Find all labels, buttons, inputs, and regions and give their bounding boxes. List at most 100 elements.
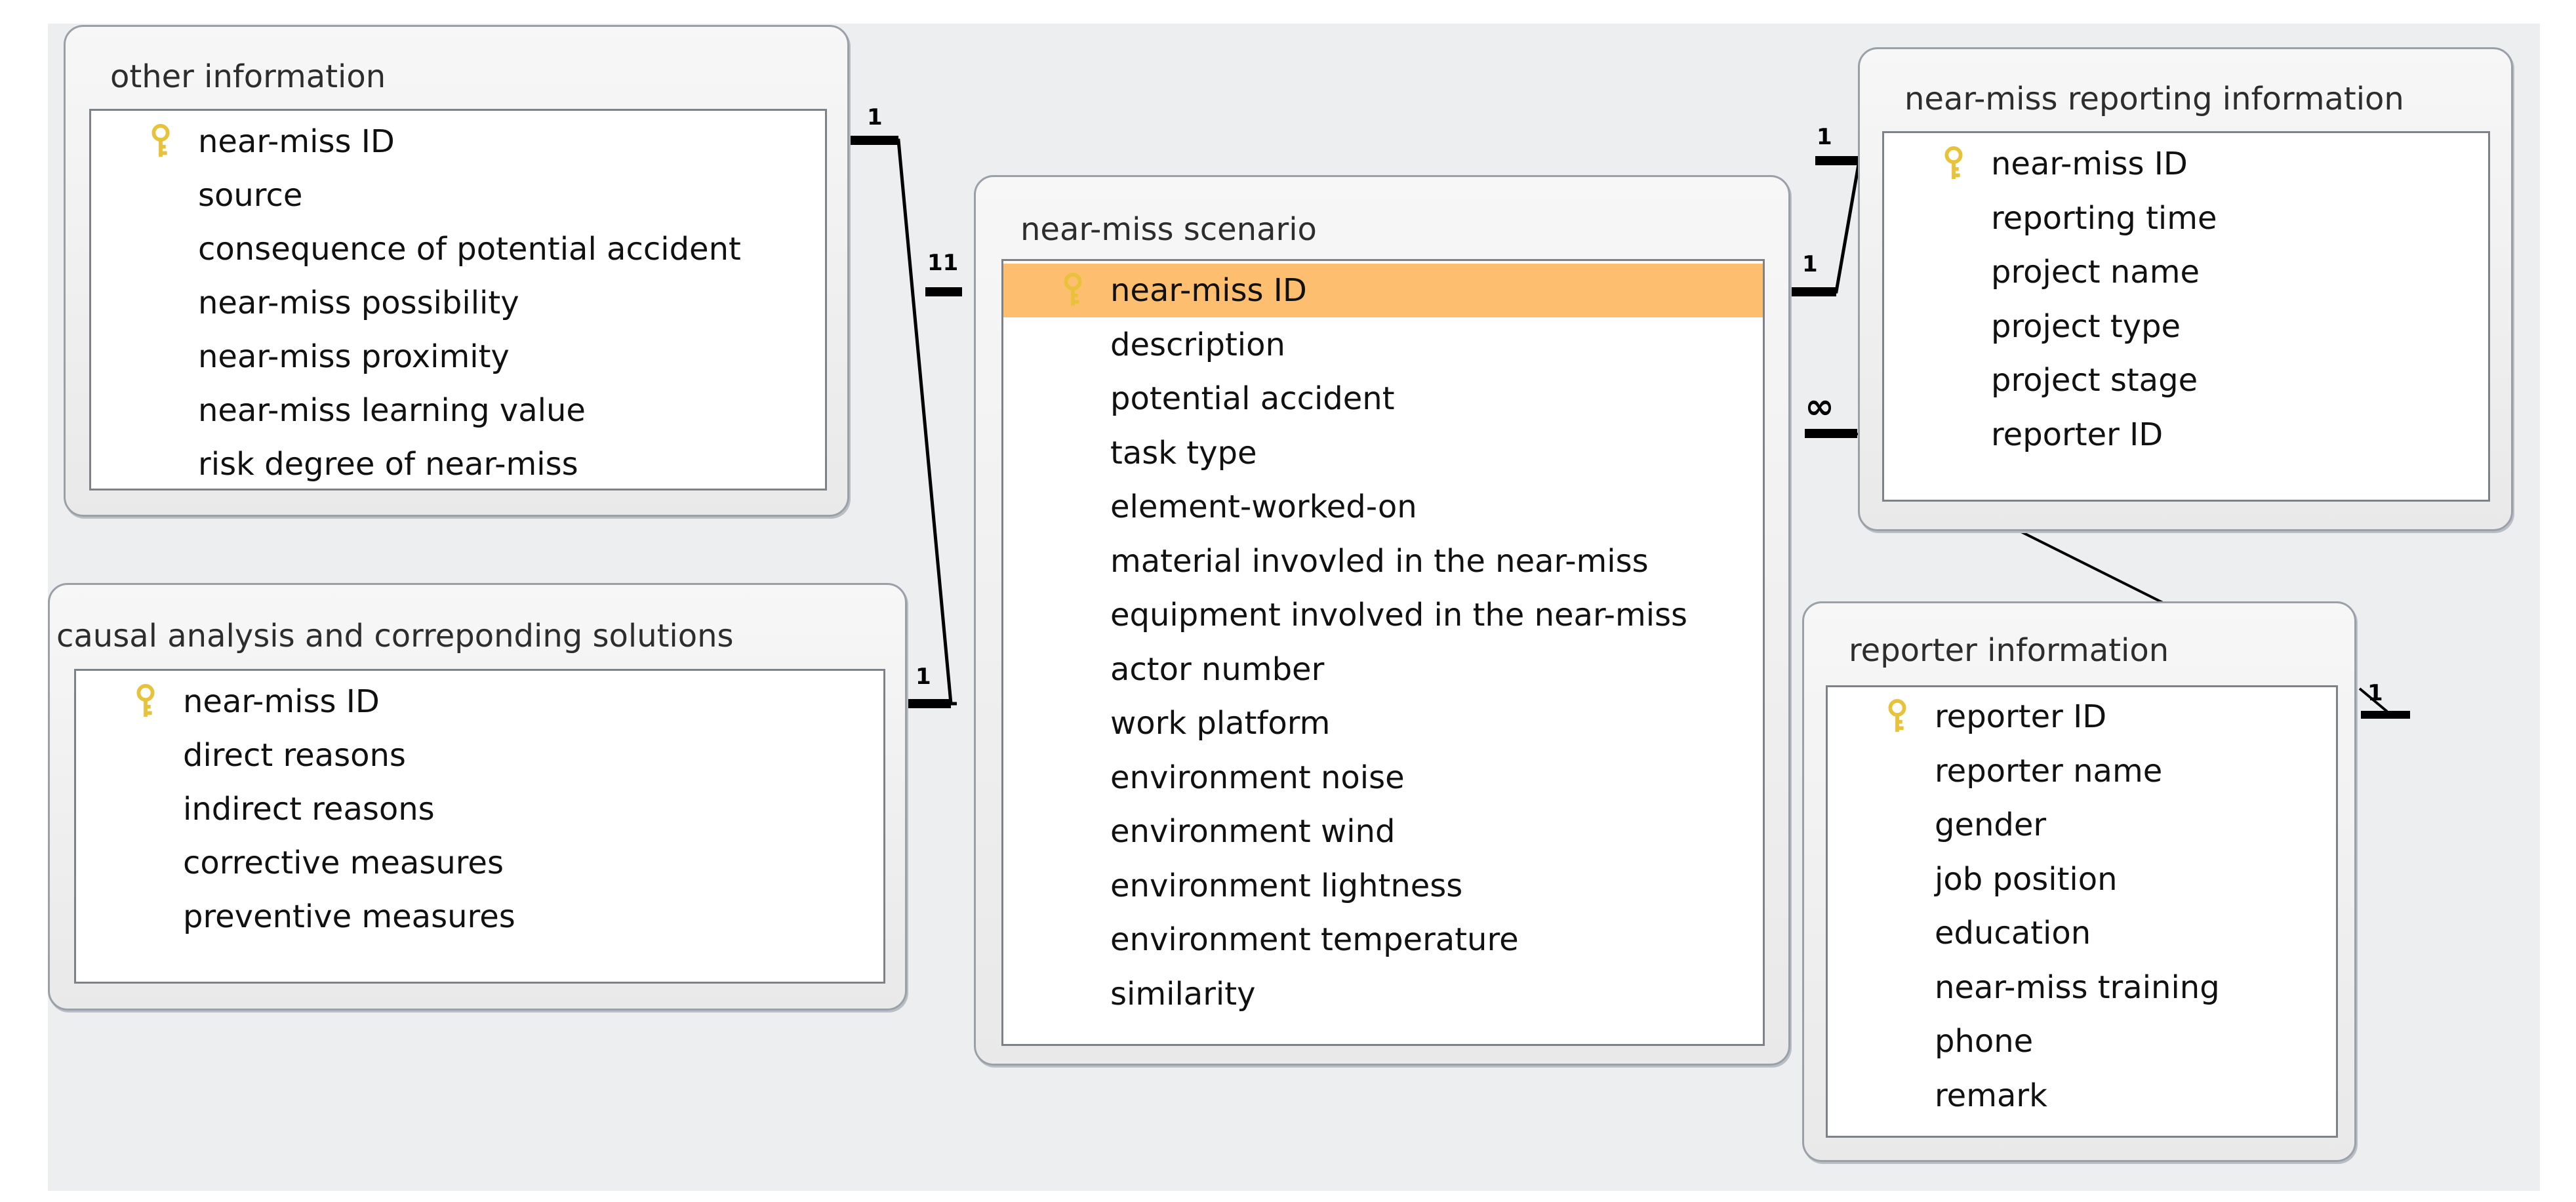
field-name: environment wind <box>1110 813 1396 850</box>
field-row-primary-key[interactable]: near-miss ID <box>91 115 825 169</box>
field-row[interactable]: consequence of potential accident <box>91 222 825 276</box>
primary-key-icon <box>1888 699 1906 732</box>
field-row[interactable]: project type <box>1884 300 2488 353</box>
primary-key-icon <box>136 684 155 717</box>
table-title[interactable]: other information <box>110 58 386 95</box>
field-row[interactable]: near-miss training <box>1828 961 2336 1014</box>
field-name: reporter ID <box>1991 416 2163 453</box>
field-name: phone <box>1935 1023 2034 1060</box>
field-name: corrective measures <box>183 845 504 881</box>
field-row[interactable]: potential accident <box>1003 372 1763 426</box>
field-name: reporter ID <box>1935 698 2107 735</box>
field-row[interactable]: corrective measures <box>76 836 883 890</box>
field-name: near-miss training <box>1935 969 2220 1006</box>
table-title[interactable]: reporter information <box>1849 632 2169 669</box>
field-row[interactable]: phone <box>1828 1014 2336 1068</box>
field-row-primary-key[interactable]: near-miss ID <box>76 675 883 729</box>
field-name: near-miss learning value <box>198 392 586 429</box>
field-row[interactable]: work platform <box>1003 696 1763 750</box>
primary-key-icon <box>1944 146 1963 180</box>
field-name: preventive measures <box>183 898 515 935</box>
field-row[interactable]: project stage <box>1884 353 2488 407</box>
field-row[interactable]: near-miss proximity <box>91 330 825 384</box>
field-name: near-miss proximity <box>198 338 510 375</box>
field-list[interactable]: near-miss ID description potential acciden… <box>1001 259 1765 1046</box>
field-row[interactable]: environment noise <box>1003 751 1763 805</box>
table-title[interactable]: near-miss reporting information <box>1904 81 2404 117</box>
field-row[interactable]: task type <box>1003 426 1763 480</box>
field-name: similarity <box>1110 975 1256 1012</box>
field-row[interactable]: project name <box>1884 245 2488 299</box>
field-row[interactable]: description <box>1003 318 1763 372</box>
field-row[interactable]: reporting time <box>1884 191 2488 245</box>
field-name: near-miss ID <box>1110 272 1307 309</box>
field-row[interactable]: reporter name <box>1828 744 2336 798</box>
field-name: job position <box>1935 860 2118 898</box>
field-row[interactable]: element-worked-on <box>1003 480 1763 534</box>
field-name: description <box>1110 326 1285 363</box>
field-list[interactable]: reporter ID reporter name gender job positi… <box>1826 685 2338 1138</box>
field-name: environment lightness <box>1110 867 1463 904</box>
primary-key-icon <box>151 124 170 157</box>
table-title[interactable]: near-miss scenario <box>1020 211 1317 248</box>
field-row[interactable]: environment wind <box>1003 805 1763 858</box>
field-list[interactable]: near-miss ID direct reasons indirect reaso… <box>74 669 885 984</box>
field-name: risk degree of near-miss <box>198 446 578 483</box>
field-name: reporting time <box>1991 199 2217 237</box>
field-list[interactable]: near-miss ID source consequence of potenti… <box>89 109 827 491</box>
field-list[interactable]: near-miss ID reporting time project name pr… <box>1882 131 2490 502</box>
field-row[interactable]: preventive measures <box>76 890 883 944</box>
field-name: near-miss ID <box>1991 146 2188 182</box>
table-causal-analysis[interactable]: causal analysis and correponding solutio… <box>48 583 907 1011</box>
field-row[interactable]: environment temperature <box>1003 913 1763 967</box>
table-other-information[interactable]: other information near-miss ID source cons… <box>64 25 849 517</box>
field-row[interactable]: direct reasons <box>76 729 883 782</box>
field-row[interactable]: similarity <box>1003 967 1763 1021</box>
field-name: education <box>1935 915 2091 952</box>
field-row[interactable]: actor number <box>1003 643 1763 696</box>
field-name: environment temperature <box>1110 921 1519 958</box>
field-name: near-miss ID <box>183 683 380 720</box>
field-name: project name <box>1991 254 2200 290</box>
field-row[interactable]: near-miss learning value <box>91 384 825 437</box>
primary-key-icon <box>1064 273 1082 306</box>
field-name: material invovled in the near-miss <box>1110 542 1649 580</box>
field-name: direct reasons <box>183 737 406 774</box>
field-row[interactable]: indirect reasons <box>76 782 883 836</box>
field-name: gender <box>1935 807 2047 843</box>
field-row[interactable]: job position <box>1828 852 2336 906</box>
field-row[interactable]: education <box>1828 906 2336 960</box>
field-name: environment noise <box>1110 759 1405 796</box>
field-name: indirect reasons <box>183 791 435 828</box>
table-near-miss-reporting[interactable]: near-miss reporting information near-mis… <box>1858 47 2513 531</box>
field-name: near-miss possibility <box>198 285 519 321</box>
field-name: reporter name <box>1935 752 2163 790</box>
field-row[interactable]: equipment involved in the near-miss <box>1003 588 1763 642</box>
field-row[interactable]: reporter ID <box>1884 408 2488 462</box>
field-row[interactable]: environment lightness <box>1003 859 1763 913</box>
field-name: element-worked-on <box>1110 489 1417 525</box>
field-name: potential accident <box>1110 380 1395 417</box>
field-name: source <box>198 177 303 214</box>
field-row[interactable]: material invovled in the near-miss <box>1003 534 1763 588</box>
field-name: project stage <box>1991 362 2198 399</box>
field-row[interactable]: risk degree of near-miss <box>91 437 825 489</box>
field-row[interactable]: gender <box>1828 798 2336 852</box>
field-row-primary-key[interactable]: reporter ID <box>1828 690 2336 744</box>
field-row[interactable]: near-miss possibility <box>91 276 825 330</box>
field-name: project type <box>1991 308 2181 345</box>
field-row[interactable]: source <box>91 169 825 222</box>
field-row-primary-key[interactable]: near-miss ID <box>1884 137 2488 191</box>
field-name: actor number <box>1110 651 1325 688</box>
table-title[interactable]: causal analysis and correponding solutio… <box>56 618 734 654</box>
field-name: task type <box>1110 434 1257 471</box>
field-row[interactable]: remark <box>1828 1069 2336 1123</box>
field-name: equipment involved in the near-miss <box>1110 597 1688 633</box>
table-near-miss-scenario[interactable]: near-miss scenario near-miss ID descripti… <box>974 175 1790 1066</box>
field-name: work platform <box>1110 705 1331 742</box>
field-name: near-miss ID <box>198 123 395 160</box>
field-name: remark <box>1935 1077 2047 1114</box>
field-row-primary-key[interactable]: near-miss ID <box>1003 264 1763 317</box>
